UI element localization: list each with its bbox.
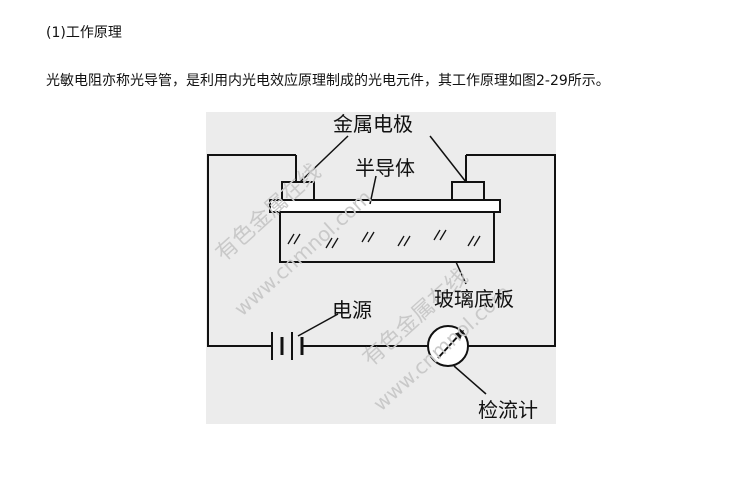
- galvanometer-needle: [437, 333, 461, 359]
- battery-symbol: [271, 332, 304, 360]
- wire-left: [207, 154, 296, 347]
- body-paragraph: 光敏电阻亦称光导管，是利用内光电效应原理制成的光电元件，其工作原理如图2-29所…: [46, 73, 610, 89]
- electrode-right: [451, 181, 485, 201]
- glass-hatching: [287, 229, 481, 249]
- photoresistor-diagram: 有色金属在线 www.cnmnol.com 有色金属在线 www.cnmnol.…: [206, 112, 556, 424]
- semiconductor-layer: [269, 199, 501, 213]
- label-semiconductor: 半导体: [355, 156, 415, 180]
- leader-glass: [455, 261, 467, 285]
- leader-semiconductor: [369, 175, 377, 205]
- leader-electrode-left: [299, 135, 349, 183]
- electrode-left: [281, 181, 315, 201]
- wire-right: [466, 154, 556, 347]
- leader-electrode-right: [429, 135, 467, 183]
- galvanometer-needle-head: [454, 330, 464, 340]
- diagram-svg: 有色金属在线 www.cnmnol.com 有色金属在线 www.cnmnol.…: [207, 112, 556, 422]
- label-power-source: 电源: [332, 298, 372, 322]
- glass-base: [279, 207, 495, 263]
- leader-source: [297, 313, 339, 337]
- label-glass-base: 玻璃底板: [434, 287, 514, 311]
- leader-galvanometer: [453, 365, 487, 395]
- label-electrode: 金属电极: [333, 112, 413, 136]
- label-galvanometer: 检流计: [478, 398, 538, 422]
- section-heading: (1)工作原理: [46, 25, 122, 41]
